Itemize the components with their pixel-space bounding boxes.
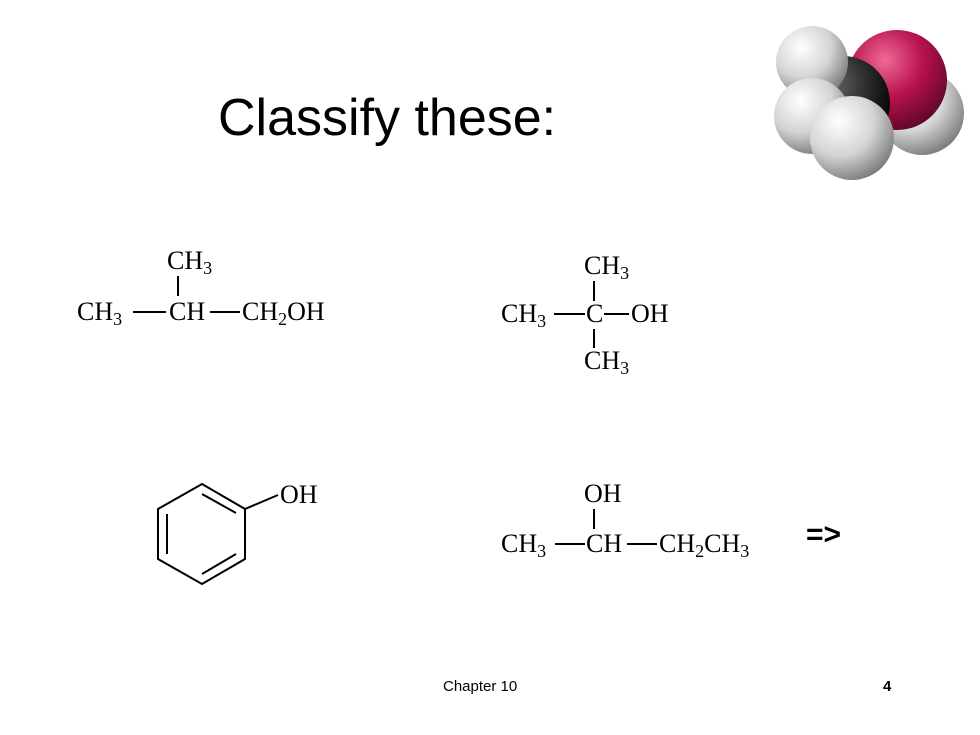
molecule-atoms [774,26,964,180]
ch3-top-label: CH3 [167,246,212,278]
ch2ch3-label: CH2CH3 [659,529,749,561]
molecule-2-butanol: OH CH3 CH CH2CH3 [501,479,749,561]
ch3-top-label: CH3 [584,251,629,283]
oh-label: OH [631,299,669,328]
ch-label: CH [169,297,205,326]
hydrogen-atom-front [810,96,894,180]
ch3-left-label: CH3 [501,529,546,561]
footer-chapter: Chapter 10 [443,678,518,695]
oh-label: OH [280,480,318,509]
molecule-phenol: OH [157,480,318,586]
ch-label: CH [586,529,622,558]
page-number: 4 [883,678,892,695]
benzene-ring [157,482,246,586]
bond-oh [244,494,279,510]
double-bond-1 [201,493,237,514]
next-slide-arrow[interactable]: => [806,518,842,551]
molecule-2-methyl-1-propanol: CH3 CH3 CH CH2OH [77,246,325,329]
ch3-bottom-label: CH3 [584,346,629,378]
ch3-left-label: CH3 [501,299,546,331]
slide-title: Classify these: [218,89,557,147]
c-label: C [586,299,603,328]
double-bond-2 [201,553,237,575]
oh-top-label: OH [584,479,622,508]
molecule-2-methyl-2-propanol: CH3 CH3 C OH CH3 [501,251,669,378]
ch3-left-label: CH3 [77,297,122,329]
ch2oh-label: CH2OH [242,297,325,329]
hydrogen-atom-top [776,26,848,98]
